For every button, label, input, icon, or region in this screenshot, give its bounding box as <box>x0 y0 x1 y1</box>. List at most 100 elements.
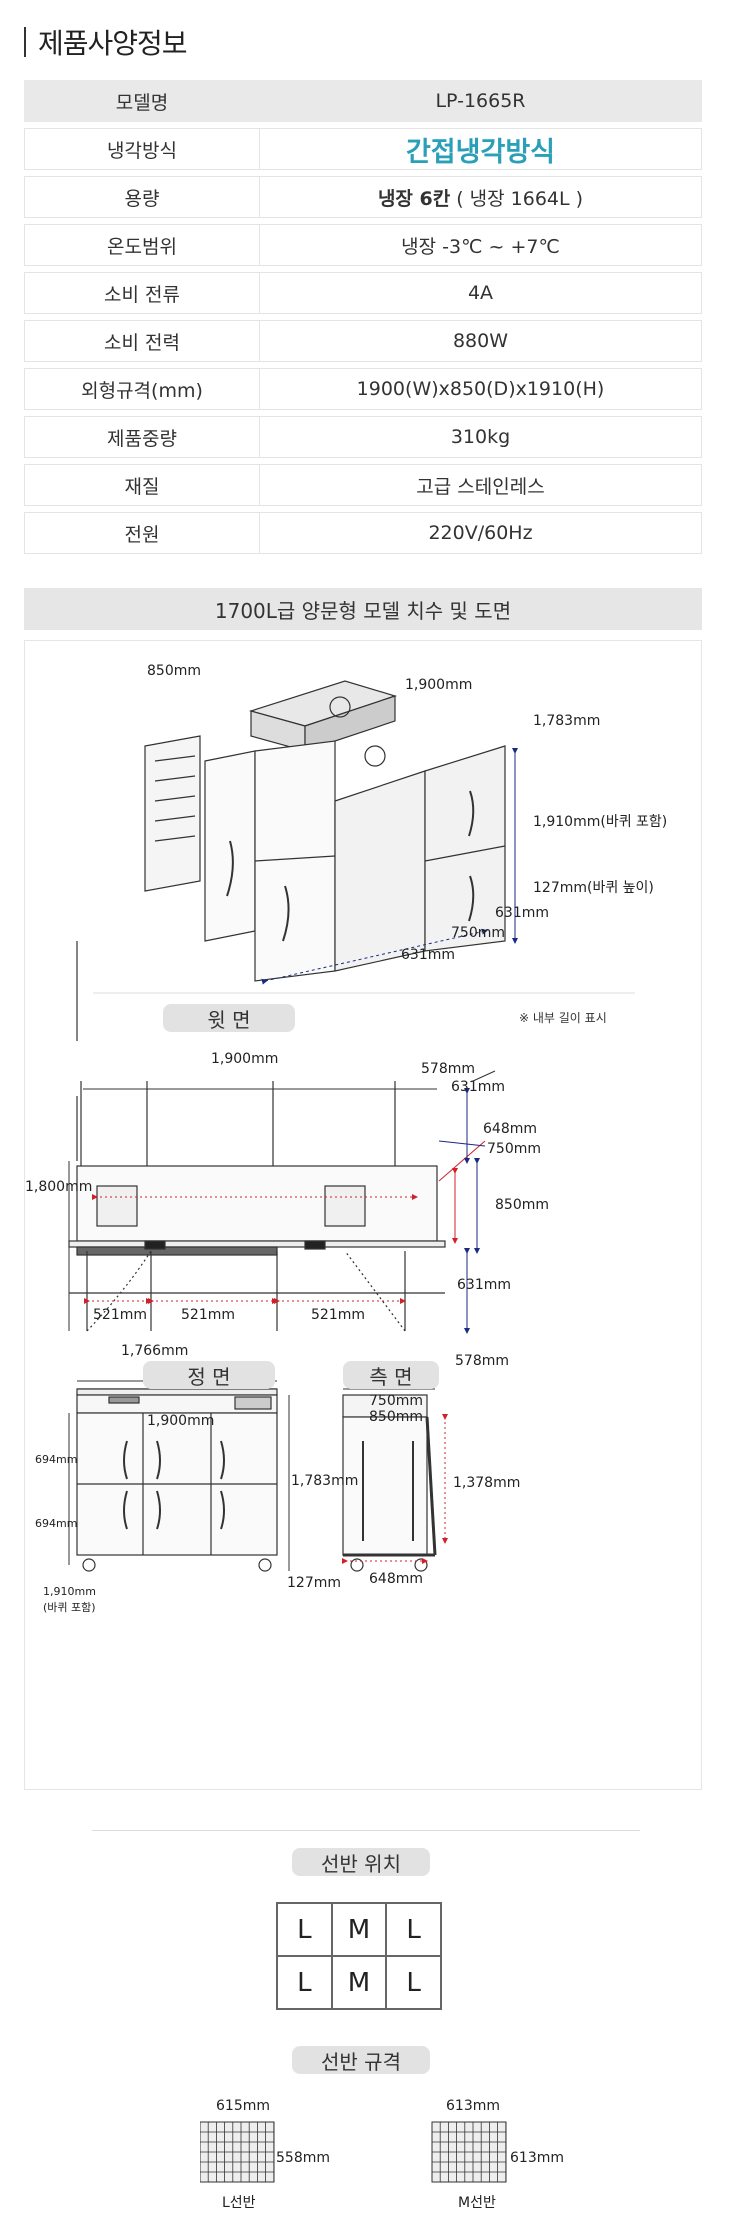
spec-row-cooling: 냉각방식 간접냉각방식 <box>24 128 702 170</box>
top-dim-dark <box>68 1070 496 1331</box>
spec-row-model: 모델명 LP-1665R <box>24 80 702 122</box>
top-label-578b: 578mm <box>455 1353 509 1369</box>
front-label-694a: 694mm <box>35 1453 78 1466</box>
iso-label-631a: 631mm <box>495 905 549 921</box>
top-label-578a: 578mm <box>421 1061 475 1077</box>
spec-label: 모델명 <box>24 80 260 122</box>
spec-row-weight: 제품중량 310kg <box>24 416 702 458</box>
shelf-spec-label: 선반 규격 <box>292 2046 430 2074</box>
spec-row-current: 소비 전류 4A <box>24 272 702 314</box>
top-label-1766: 1,766mm <box>121 1343 189 1359</box>
dimensions-heading: 1700L급 양문형 모델 치수 및 도면 <box>24 588 702 630</box>
spec-row-size: 외형규격(mm) 1900(W)x850(D)x1910(H) <box>24 368 702 410</box>
shelf-spec-drawings <box>200 2121 507 2183</box>
spec-label: 외형규격(mm) <box>24 368 260 410</box>
spec-row-power: 소비 전력 880W <box>24 320 702 362</box>
section-divider <box>92 1830 640 1831</box>
page-title: 제품사양정보 <box>38 27 188 60</box>
shelf-cell: M <box>331 1956 387 2009</box>
side-view-label: 측 면 <box>343 1361 439 1389</box>
spec-label: 재질 <box>24 464 260 506</box>
iso-label-1783: 1,783mm <box>533 713 601 729</box>
spec-value: 310kg <box>260 416 702 458</box>
spec-label: 용량 <box>24 176 260 218</box>
top-dim-red <box>84 1140 486 1304</box>
spec-value: 220V/60Hz <box>260 512 702 554</box>
capacity-bold: 냉장 6칸 <box>377 187 451 210</box>
shelf-position-grid: L M L L M L <box>276 1902 442 2010</box>
top-label-1900: 1,900mm <box>211 1051 279 1067</box>
spec-row-capacity: 용량 냉장 6칸 ( 냉장 1664L ) <box>24 176 702 218</box>
iso-label-127: 127mm(바퀴 높이) <box>533 880 654 896</box>
top-label-521c: 521mm <box>311 1307 365 1323</box>
capacity-rest: ( 냉장 1664L ) <box>456 187 584 210</box>
spec-value-accent: 간접냉각방식 <box>260 128 702 170</box>
section-title: 제품사양정보 <box>24 22 188 62</box>
spec-label: 소비 전력 <box>24 320 260 362</box>
shelf-cell: M <box>331 1903 387 1956</box>
front-label-127: 127mm <box>287 1575 341 1591</box>
spec-value: 880W <box>260 320 702 362</box>
shelf-position-label: 선반 위치 <box>292 1848 430 1876</box>
side-label-648: 648mm <box>369 1571 423 1587</box>
front-view-label: 정 면 <box>143 1361 275 1389</box>
front-label-1783: 1,783mm <box>291 1473 359 1489</box>
shelf-cell: L <box>386 1956 441 2009</box>
side-dim-red <box>342 1414 448 1564</box>
iso-view <box>144 680 506 982</box>
top-view <box>68 941 446 1332</box>
top-label-631b: 631mm <box>457 1277 511 1293</box>
m-shelf-name: M선반 <box>458 2195 496 2211</box>
spec-label: 제품중량 <box>24 416 260 458</box>
shelf-cell: L <box>277 1903 332 1956</box>
spec-label: 냉각방식 <box>24 128 260 170</box>
top-label-850: 850mm <box>495 1197 549 1213</box>
shelf-cell: L <box>386 1903 441 1956</box>
iso-dim-lines <box>261 748 518 985</box>
iso-label-631b: 631mm <box>401 947 455 963</box>
spec-value: 4A <box>260 272 702 314</box>
spec-label: 전원 <box>24 512 260 554</box>
spec-label: 소비 전류 <box>24 272 260 314</box>
m-shelf-depth: 613mm <box>510 2150 564 2166</box>
iso-label-850: 850mm <box>147 663 201 679</box>
spec-row-power-supply: 전원 220V/60Hz <box>24 512 702 554</box>
spec-label: 온도범위 <box>24 224 260 266</box>
top-label-1800: 1,800mm <box>25 1179 93 1195</box>
front-label-694b: 694mm <box>35 1517 78 1530</box>
dimension-drawing: 850mm 1,900mm 1,783mm 1,910mm(바퀴 포함) 127… <box>24 640 702 1790</box>
drawing-lines <box>68 680 635 1572</box>
l-shelf-width: 615mm <box>216 2098 270 2114</box>
l-shelf-depth: 558mm <box>276 2150 330 2166</box>
front-label-1910: 1,910mm <box>43 1585 96 1598</box>
spec-table: 모델명 LP-1665R 냉각방식 간접냉각방식 용량 냉장 6칸 ( 냉장 1… <box>24 80 702 560</box>
iso-label-1900: 1,900mm <box>405 677 473 693</box>
top-view-label: 윗 면 <box>163 1004 295 1032</box>
top-label-631a: 631mm <box>451 1079 505 1095</box>
spec-value: 냉장 6칸 ( 냉장 1664L ) <box>260 176 702 218</box>
spec-value: 고급 스테인레스 <box>260 464 702 506</box>
title-bar <box>24 27 26 57</box>
spec-row-temp: 온도범위 냉장 -3℃ ~ +7℃ <box>24 224 702 266</box>
top-label-521a: 521mm <box>93 1307 147 1323</box>
front-label-1900: 1,900mm <box>147 1413 215 1429</box>
top-label-648: 648mm <box>483 1121 537 1137</box>
l-shelf-name: L선반 <box>222 2195 256 2211</box>
spec-row-material: 재질 고급 스테인레스 <box>24 464 702 506</box>
side-label-1378: 1,378mm <box>453 1475 521 1491</box>
spec-value: 냉장 -3℃ ~ +7℃ <box>260 224 702 266</box>
front-view <box>76 1388 278 1572</box>
iso-label-750: 750mm <box>451 925 505 941</box>
front-label-1910-note: (바퀴 포함) <box>43 1601 96 1614</box>
side-label-850: 850mm <box>369 1409 423 1425</box>
top-label-521b: 521mm <box>181 1307 235 1323</box>
spec-value: LP-1665R <box>260 80 702 122</box>
side-view <box>342 1394 437 1572</box>
side-label-750: 750mm <box>369 1393 423 1409</box>
spec-value: 1900(W)x850(D)x1910(H) <box>260 368 702 410</box>
top-label-750: 750mm <box>487 1141 541 1157</box>
internal-length-note: ※ 내부 길이 표시 <box>519 1011 607 1025</box>
shelf-cell: L <box>277 1956 332 2009</box>
iso-label-1910: 1,910mm(바퀴 포함) <box>533 814 668 830</box>
top-dim-navy <box>438 1088 486 1334</box>
